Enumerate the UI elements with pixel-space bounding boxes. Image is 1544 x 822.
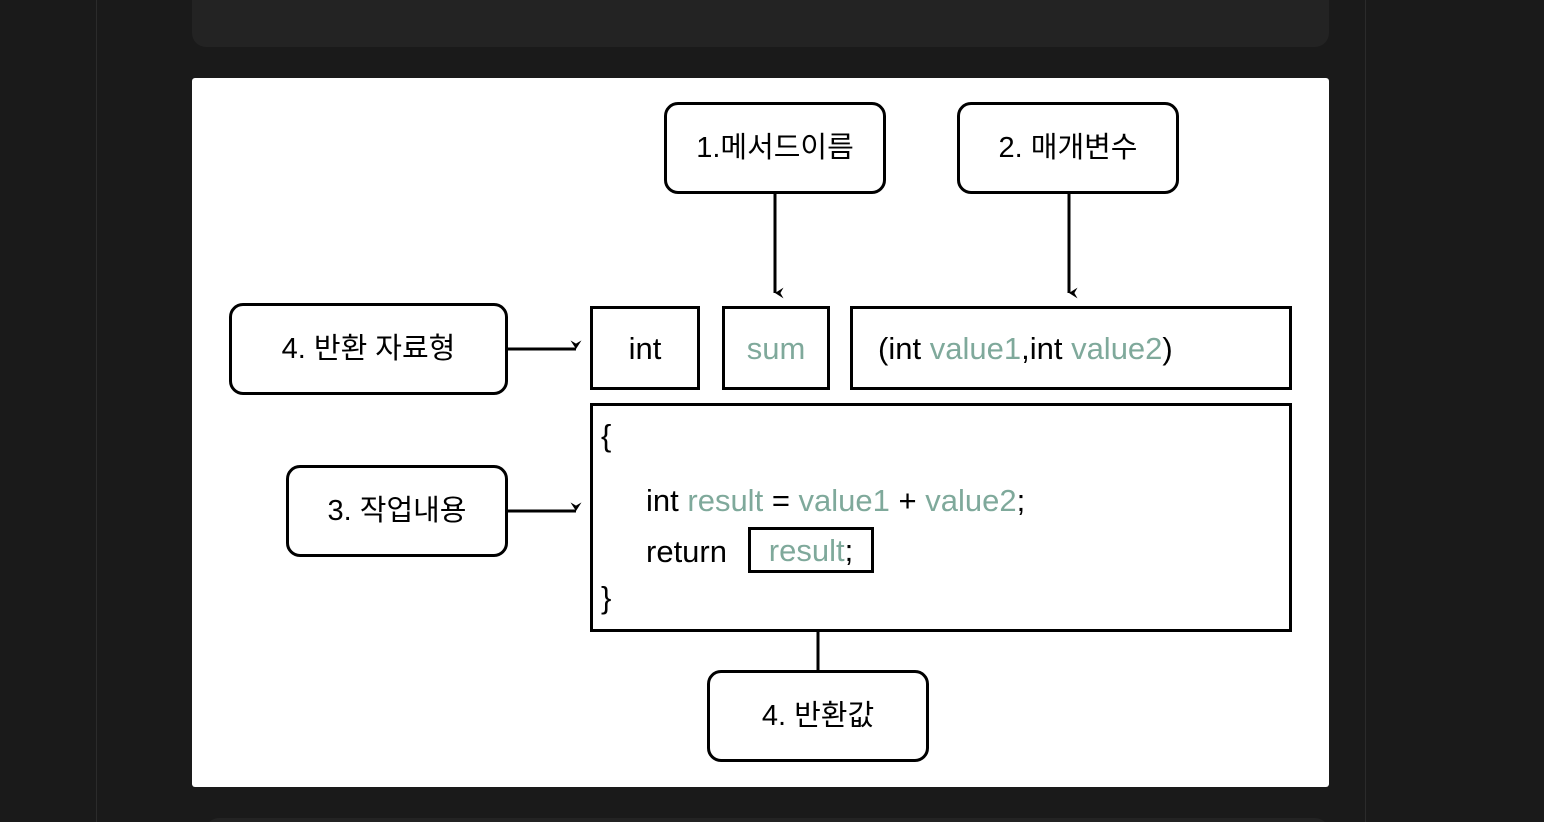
return-type-box[interactable]: int <box>590 306 700 390</box>
param-2-name: value2 <box>1071 330 1163 366</box>
callout-body-label: 3. 작업내용 <box>327 494 467 527</box>
return-type-text: int <box>628 330 662 366</box>
method-anatomy-diagram: 1.메서드이름 2. 매개변수 4. 반환 자료형 3. 작업내용 4. 반환값… <box>192 78 1329 787</box>
left-rail-divider <box>96 0 97 822</box>
assign-operand-2: value2 <box>925 483 1017 518</box>
diagram-card[interactable]: 1.메서드이름 2. 매개변수 4. 반환 자료형 3. 작업내용 4. 반환값… <box>192 78 1329 787</box>
return-value-text: result <box>768 532 845 568</box>
param-1-name: value1 <box>929 330 1022 366</box>
panel-below <box>205 818 1329 822</box>
open-brace: { <box>601 418 612 453</box>
right-rail-divider <box>1365 0 1366 822</box>
plus-operator: + <box>898 483 917 518</box>
method-name-text: sum <box>746 330 806 366</box>
callout-method-name-label: 1.메서드이름 <box>696 131 854 164</box>
assign-type: int <box>646 483 679 518</box>
method-body-box[interactable]: { int result = value1 + value2; return r… <box>590 403 1292 632</box>
assign-operator: = <box>771 483 790 518</box>
paren-open: ( <box>878 330 889 366</box>
param-1-type: int <box>888 330 922 366</box>
return-semicolon: ; <box>844 532 854 568</box>
callout-body[interactable]: 3. 작업내용 <box>286 465 508 557</box>
callout-method-name[interactable]: 1.메서드이름 <box>664 102 886 194</box>
callout-return-type-label: 4. 반환 자료형 <box>281 332 456 365</box>
statement-assignment: int result = value1 + value2; <box>646 485 1025 516</box>
assign-operand-1: value1 <box>798 483 890 518</box>
return-statement-box[interactable]: result; <box>748 527 874 573</box>
return-keyword: return <box>646 534 727 569</box>
panel-above <box>192 0 1329 47</box>
assign-semicolon: ; <box>1016 483 1026 518</box>
method-name-box[interactable]: sum <box>722 306 830 390</box>
param-separator: , <box>1021 330 1030 366</box>
callout-return-type[interactable]: 4. 반환 자료형 <box>229 303 508 395</box>
parameter-box[interactable]: (int value1, int value2) <box>850 306 1292 390</box>
paren-close: ) <box>1162 330 1173 366</box>
callout-parameters[interactable]: 2. 매개변수 <box>957 102 1179 194</box>
param-2-type: int <box>1029 330 1063 366</box>
callout-parameters-label: 2. 매개변수 <box>998 131 1138 164</box>
close-brace: } <box>601 580 612 615</box>
assign-target: result <box>687 483 764 518</box>
callout-return-value[interactable]: 4. 반환값 <box>707 670 929 762</box>
statement-return: return <box>646 536 727 567</box>
callout-return-value-label: 4. 반환값 <box>761 699 875 732</box>
